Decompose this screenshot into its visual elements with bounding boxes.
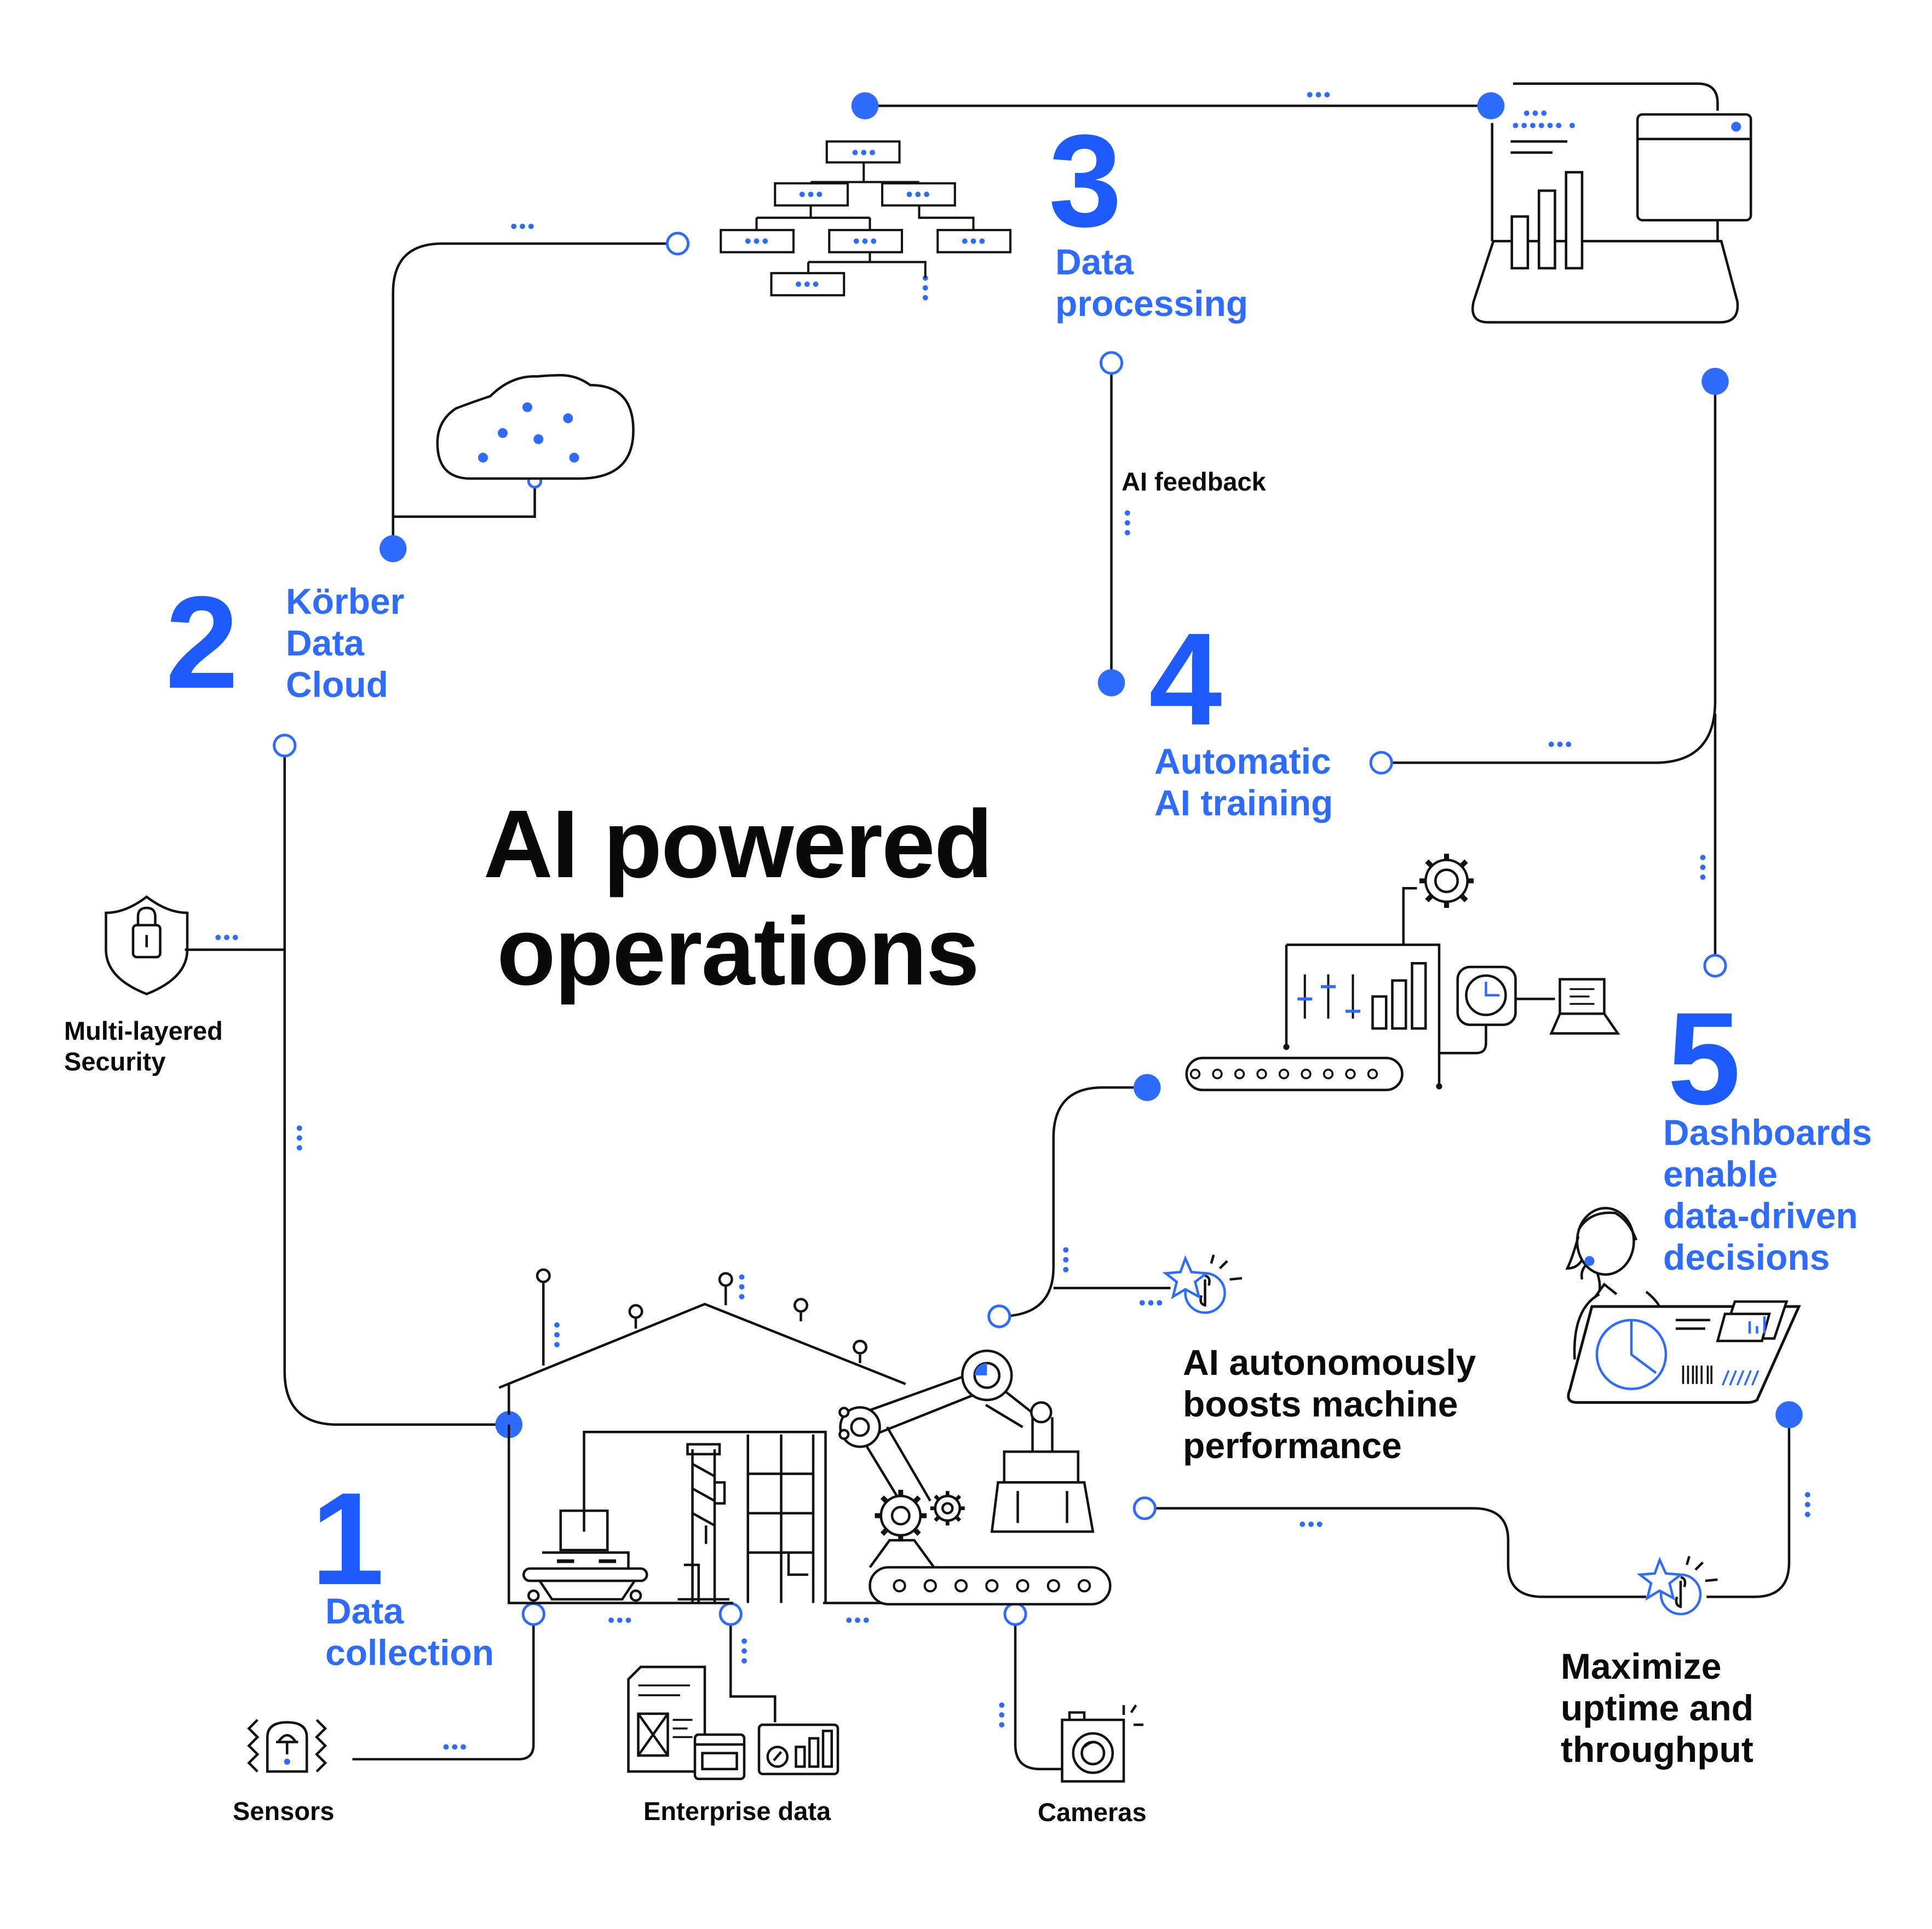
page-title: AI powered operations — [436, 791, 1039, 1005]
coin-star-icon — [1636, 1556, 1718, 1616]
outcome-uptime-line-1: Maximize — [1561, 1646, 1722, 1686]
coin-star-icon — [1162, 1254, 1243, 1314]
step-2-number: 2 — [165, 569, 238, 716]
operator-tablet-icon — [1565, 1207, 1801, 1404]
step-3-line-1: Data — [1055, 241, 1134, 282]
step-2-line-3: Cloud — [286, 664, 388, 705]
outcome-machine-performance: AI autonomously boosts machine performan… — [1183, 1341, 1476, 1466]
step-5-line-2: enable — [1663, 1154, 1778, 1194]
outcome-machine-line-1: AI autonomously — [1183, 1342, 1476, 1383]
step-2-line-1: Körber — [286, 581, 405, 621]
step-3-number: 3 — [1049, 107, 1122, 254]
cloud-icon — [436, 374, 635, 480]
enterprise-data-label: Enterprise data — [643, 1796, 831, 1826]
lock-shield-icon — [105, 895, 189, 995]
gear-icon — [1419, 854, 1474, 908]
control-panel-icon — [1185, 854, 1620, 1091]
step-5-label: Dashboards enable data-driven decisions — [1663, 1112, 1872, 1278]
step-1-label: Data collection — [325, 1590, 494, 1673]
step-1-line-2: collection — [325, 1632, 495, 1673]
hierarchy-icon — [720, 140, 1012, 297]
step-4-line-2: AI training — [1154, 782, 1333, 823]
cameras-label: Cameras — [1038, 1798, 1147, 1827]
step-3-label: Data processing — [1055, 241, 1248, 324]
step-5-line-1: Dashboards — [1663, 1112, 1872, 1153]
title-line-2: operations — [497, 898, 980, 1005]
step-4-line-1: Automatic — [1154, 741, 1331, 781]
connector-lines — [185, 104, 1791, 1771]
filled-nodes — [380, 92, 1803, 1438]
sensor-icon — [247, 1719, 327, 1773]
step-5-line-4: decisions — [1663, 1237, 1830, 1277]
robot-arm-icon — [839, 1349, 1112, 1606]
step-1-number: 1 — [311, 1465, 384, 1612]
title-line-1: AI powered — [483, 791, 993, 898]
step-2-line-2: Data — [286, 623, 365, 663]
laptop-dashboard-icon — [1471, 82, 1752, 324]
hollow-nodes — [273, 232, 1727, 1626]
step-3-line-2: processing — [1055, 283, 1249, 324]
step-2-label: Körber Data Cloud — [286, 580, 404, 705]
step-5-number: 5 — [1668, 985, 1740, 1132]
step-5-line-3: data-driven — [1663, 1195, 1858, 1236]
step-1-line-1: Data — [325, 1591, 404, 1631]
outcome-machine-line-3: performance — [1183, 1425, 1402, 1466]
security-label: Multi-layered Security — [64, 1016, 223, 1077]
security-line-2: Security — [64, 1047, 166, 1076]
document-icon — [627, 1666, 840, 1781]
step-4-label: Automatic AI training — [1154, 740, 1333, 824]
step-4-number: 4 — [1149, 606, 1222, 752]
outcome-machine-line-2: boosts machine — [1183, 1384, 1458, 1424]
outcome-uptime-throughput: Maximize uptime and throughput — [1561, 1645, 1753, 1770]
sensors-label: Sensors — [233, 1796, 335, 1826]
gear-icon — [875, 1489, 965, 1542]
outcome-uptime-line-3: throughput — [1561, 1729, 1753, 1770]
factory-icon — [498, 1268, 906, 1604]
ai-feedback-label: AI feedback — [1122, 467, 1266, 496]
security-line-1: Multi-layered — [64, 1016, 223, 1045]
camera-icon — [1061, 1704, 1143, 1783]
outcome-uptime-line-2: uptime and — [1561, 1688, 1754, 1728]
